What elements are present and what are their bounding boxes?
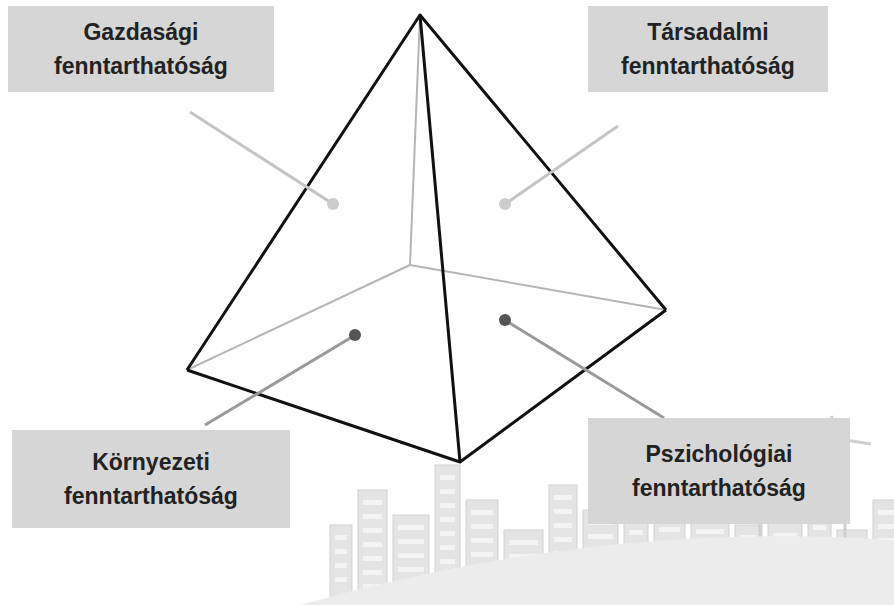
leader-lines [190, 112, 664, 425]
label-text: Környezeti fenntarthatóság [12, 445, 290, 513]
label-text: Pszichológiai fenntarthatóság [588, 437, 850, 505]
face-dots [327, 198, 511, 341]
hill [300, 536, 894, 605]
label-text: Gazdasági fenntarthatóság [8, 15, 274, 83]
label-text: Társadalmi fenntarthatóság [588, 15, 828, 83]
label-box: Pszichológiai fenntarthatóság [588, 418, 850, 524]
label-box: Gazdasági fenntarthatóság [8, 6, 274, 92]
label-box: Környezeti fenntarthatóság [12, 430, 290, 528]
label-box: Társadalmi fenntarthatóság [588, 6, 828, 92]
